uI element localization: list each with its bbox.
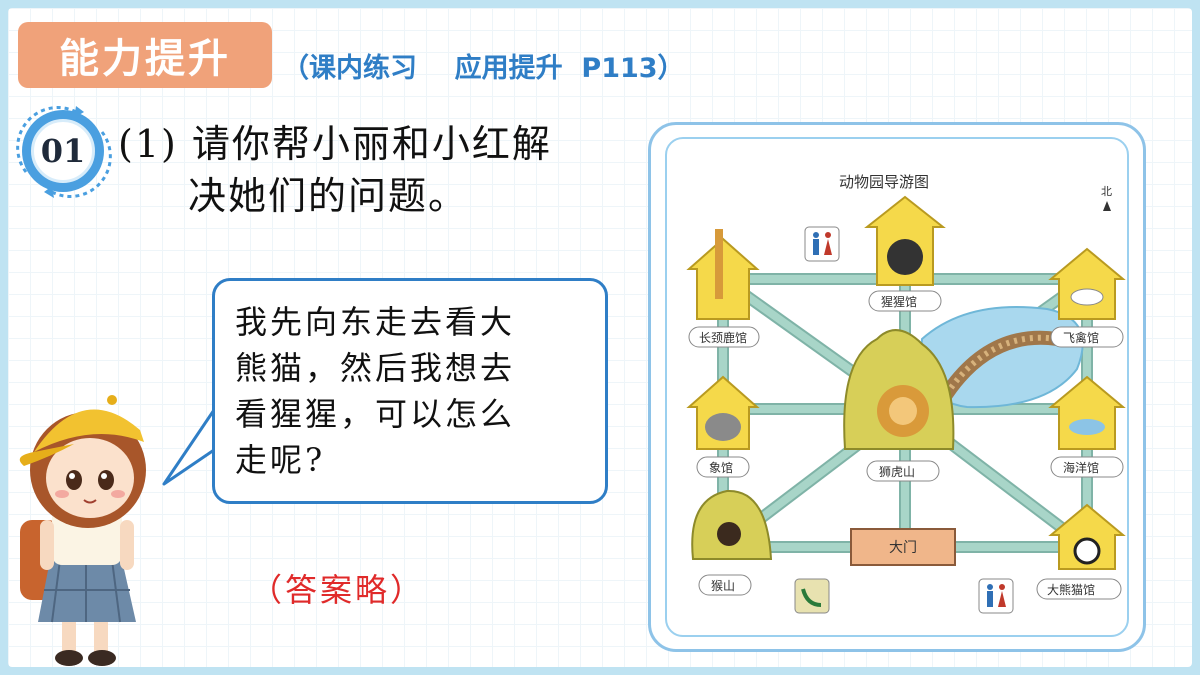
gate-box xyxy=(850,528,956,566)
question-number-badge: 01 xyxy=(22,110,104,192)
question-number: 01 xyxy=(31,119,95,183)
zoo-map: 动物园导游图 北 长颈鹿馆 猩猩馆 飞禽馆 象馆 狮虎山 海洋馆 猴山 大门 xyxy=(665,137,1129,637)
elephant-house xyxy=(686,375,760,450)
speech-line-3: 看猩猩，可以怎么 xyxy=(235,395,516,433)
answer-text: （答案略） xyxy=(250,571,426,609)
girl-illustration-icon xyxy=(19,395,146,666)
map-title: 动物园导游图 xyxy=(839,173,929,191)
monkey-icon xyxy=(717,522,741,546)
speech-line-4: 走呢? xyxy=(235,441,326,479)
section-subtitle: （课内练习 应用提升 P113） xyxy=(282,53,685,84)
label-monkey: 猴山 xyxy=(711,579,735,593)
speech-bubble-tail xyxy=(162,408,220,486)
north-label: 北 xyxy=(1101,185,1112,198)
ocean-house xyxy=(1048,375,1126,450)
label-giraffe: 长颈鹿馆 xyxy=(699,330,747,345)
question-text: (1) 请你帮小丽和小红解 决她们的问题。 xyxy=(118,118,648,222)
gorilla-house xyxy=(864,195,946,286)
label-elephant: 象馆 xyxy=(709,460,733,475)
label-lion: 狮虎山 xyxy=(879,465,915,479)
zoo-map-frame: 动物园导游图 北 长颈鹿馆 猩猩馆 飞禽馆 象馆 狮虎山 海洋馆 猴山 大门 xyxy=(648,122,1146,652)
speech-line-1: 我先向东走去看大 xyxy=(235,303,516,341)
label-ocean: 海洋馆 xyxy=(1063,460,1099,475)
north-arrow-icon xyxy=(1103,201,1111,211)
label-gate: 大门 xyxy=(889,540,917,556)
restroom-icon xyxy=(804,226,840,262)
zoo-map-drawing: 动物园导游图 北 长颈鹿馆 猩猩馆 飞禽馆 象馆 狮虎山 海洋馆 猴山 大门 xyxy=(686,173,1126,614)
speech-bubble: 我先向东走去看大 熊猫，然后我想去 看猩猩，可以怎么 走呢? xyxy=(212,278,608,504)
label-bird: 飞禽馆 xyxy=(1063,330,1099,345)
question-line-1: (1) 请你帮小丽和小红解 xyxy=(118,122,552,166)
panda-house xyxy=(1048,503,1126,570)
restroom-icon-2 xyxy=(978,578,1014,614)
label-panda: 大熊猫馆 xyxy=(1047,582,1095,597)
giraffe-house xyxy=(686,229,760,320)
label-gorilla: 猩猩馆 xyxy=(881,294,917,309)
bird-house xyxy=(1048,247,1126,320)
section-title-badge: 能力提升 xyxy=(18,22,272,88)
phone-icon xyxy=(794,578,830,614)
question-line-2: 决她们的问题。 xyxy=(188,174,469,218)
speech-line-2: 熊猫，然后我想去 xyxy=(235,349,516,387)
